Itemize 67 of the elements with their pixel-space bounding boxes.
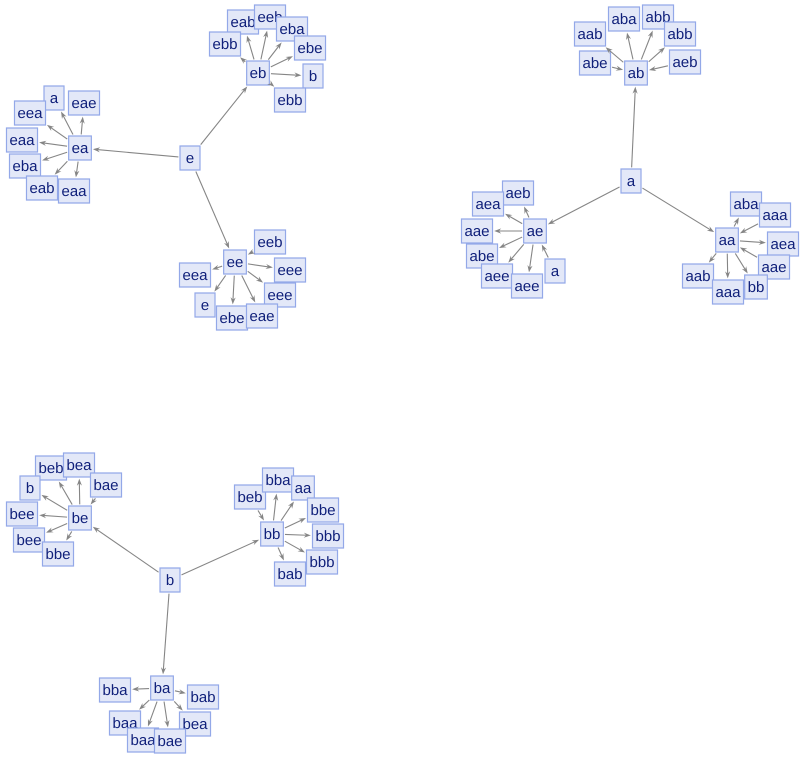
node-box: e [194, 292, 216, 318]
node-box: a [43, 85, 65, 111]
node-box: aba [730, 191, 762, 217]
node-box: bae [154, 728, 186, 754]
node-box: abe [466, 243, 498, 269]
node-box: ebe [294, 35, 326, 61]
node-box: aa [291, 475, 315, 501]
node-box: eba [8, 153, 42, 179]
node-box: b [302, 63, 324, 89]
node-box: ebb [208, 31, 242, 57]
node-box: bee [12, 527, 46, 553]
node-box: abe [578, 50, 612, 76]
node-box: b [19, 475, 41, 501]
node-box: ae [523, 218, 547, 244]
node-box: bea [62, 452, 96, 478]
node-box: aae [758, 254, 790, 280]
node-box: aeb [668, 49, 702, 75]
node-box: beb [234, 484, 266, 510]
node-box: eae [68, 90, 100, 116]
node-box: abb [642, 4, 674, 30]
node-box: ebe [216, 305, 248, 331]
node-box: eee [274, 257, 306, 283]
node-box: aba [608, 6, 640, 32]
node-box: aaa [758, 202, 792, 228]
node-box: b [159, 567, 181, 593]
node-box: ba [150, 675, 174, 701]
node-box: bbb [306, 549, 338, 575]
node-box: aab [574, 21, 606, 47]
node-box: a [544, 258, 566, 284]
node-box: bbe [42, 541, 74, 567]
node-box: be [68, 505, 92, 531]
node-box: bba [98, 677, 132, 703]
node-box: aea [766, 231, 800, 257]
node-box: eae [246, 303, 278, 329]
node-box: aae [460, 218, 494, 244]
node-box: bbb [312, 523, 344, 549]
node-box: aaa [712, 279, 744, 305]
node-box: bb [744, 274, 768, 300]
node-box: eab [26, 175, 58, 201]
node-box: eea [178, 262, 212, 288]
node-box: e [179, 145, 201, 171]
node-box: aee [510, 273, 544, 299]
node-box: bba [262, 467, 294, 493]
node-box: eaa [58, 178, 90, 204]
node-box: bab [186, 684, 220, 710]
node-box: ee [223, 249, 247, 275]
node-box: aeb [502, 180, 534, 206]
node-box: aea [472, 191, 504, 217]
node-box: aa [715, 227, 739, 253]
node-box: bee [6, 501, 38, 527]
node-box: a [620, 168, 642, 194]
node-box: aab [682, 263, 714, 289]
node-box: eeb [254, 229, 286, 255]
node-box: ab [624, 60, 648, 86]
node-box: ea [68, 135, 92, 161]
node-box: bbe [306, 497, 340, 523]
node-box: aee [480, 263, 514, 289]
node-box: eaa [6, 127, 38, 153]
node-box: ebb [274, 87, 306, 113]
node-box: bea [178, 711, 212, 737]
node-box: eb [246, 60, 270, 86]
node-box: eea [14, 100, 46, 126]
node-box: bb [260, 521, 284, 547]
node-box: eee [264, 282, 296, 308]
node-box: bab [274, 561, 306, 587]
node-box: abb [664, 21, 696, 47]
node-box: bae [90, 472, 122, 498]
